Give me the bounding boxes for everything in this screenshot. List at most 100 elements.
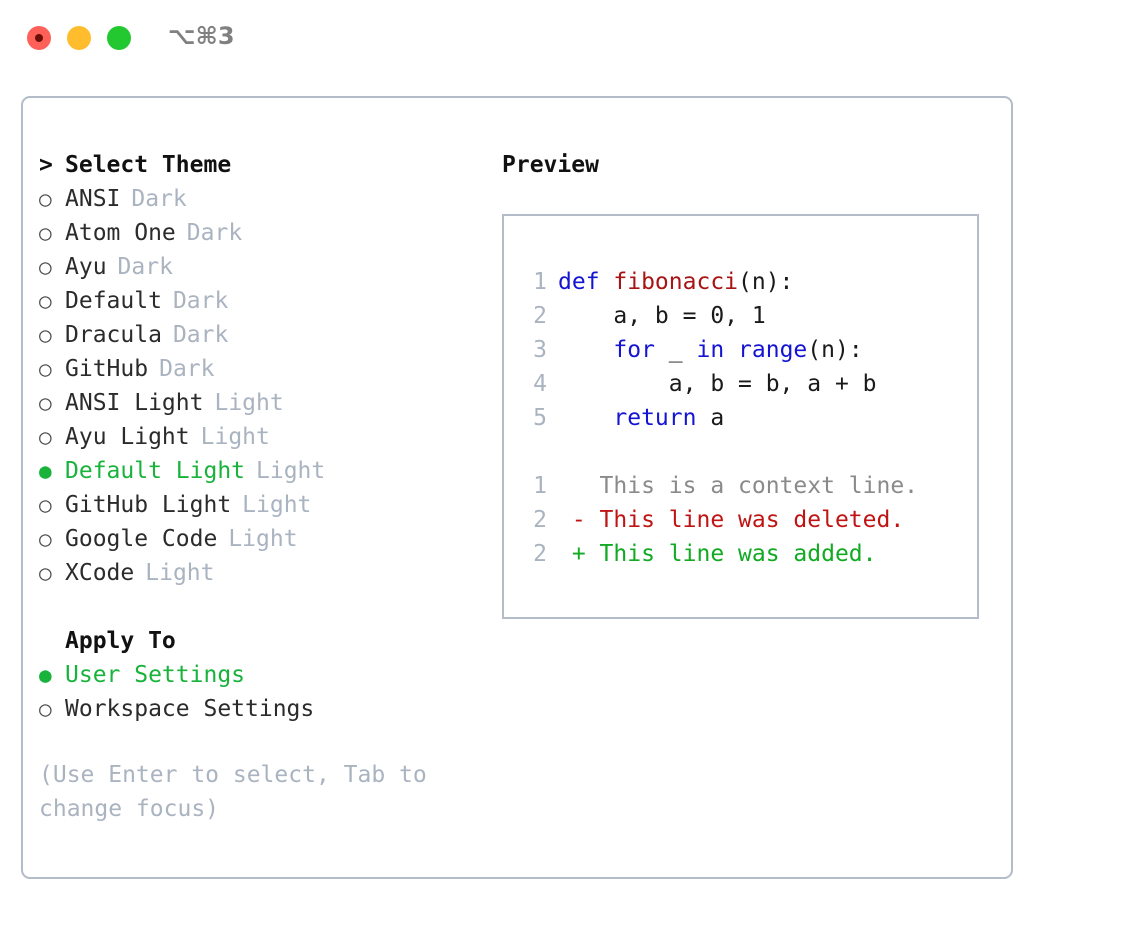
code-token: _ [654,337,697,363]
window-title-shortcut: ⌥⌘3 [168,22,235,50]
preview-gap [523,435,918,469]
theme-option-category: Light [228,526,298,552]
code-token: a, b = b, a + b [558,371,877,397]
theme-option-category: Dark [186,220,243,246]
diff-line: 1 This is a context line. [523,469,918,503]
line-number: 5 [533,405,547,431]
window-titlebar: ⌥⌘3 [0,0,1140,78]
code-token: a [696,405,725,431]
code-token: range [738,337,808,363]
radio-unselected-icon: ○ [39,493,52,517]
radio-unselected-icon: ○ [39,323,52,347]
radio-unselected-icon: ○ [39,357,52,381]
radio-selected-icon: ● [39,459,52,483]
radio-unselected-icon: ○ [39,527,52,551]
theme-option-label: Ayu Light [65,424,190,450]
theme-option-category: Dark [159,356,215,382]
theme-option-github[interactable]: ○ GitHub Dark [39,352,479,386]
apply-to-option-label: User Settings [65,662,246,688]
preview-title: Preview [502,152,599,178]
line-number: 1 [533,473,547,499]
code-line: 2 a, b = 0, 1 [523,299,918,333]
theme-option-label: GitHub Light [65,492,232,518]
radio-unselected-icon: ○ [39,425,52,449]
theme-option-label: Dracula [65,322,162,348]
theme-option-category: Dark [131,186,187,212]
theme-option-label: Atom One [65,220,176,246]
keyboard-hint-text: (Use Enter to select, Tab to change focu… [39,762,427,822]
theme-option-github-light[interactable]: ○ GitHub Light Light [39,488,479,522]
code-line: 1 def fibonacci(n): [523,265,918,299]
code-token: This is a context line. [558,473,919,499]
theme-option-xcode[interactable]: ○ XCode Light [39,556,479,590]
radio-unselected-icon: ○ [39,289,52,313]
code-token: + This line was added. [558,541,877,567]
diff-line: 2 - This line was deleted. [523,503,918,537]
line-number: 3 [533,337,547,363]
code-token: for [613,337,655,363]
theme-option-label: Default [65,288,162,314]
radio-unselected-icon: ○ [39,697,52,721]
select-theme-header: > Select Theme [39,148,479,182]
radio-unselected-icon: ○ [39,187,52,211]
theme-option-category: Light [200,424,270,450]
radio-unselected-icon: ○ [39,255,52,279]
apply-to-option-label: Workspace Settings [65,696,315,722]
line-number: 1 [533,269,547,295]
focus-caret-icon: > [39,152,53,178]
select-theme-header-label: Select Theme [65,152,232,178]
maximize-button[interactable] [107,26,131,50]
code-token: return [613,405,697,431]
code-token: fibonacci [613,269,739,295]
section-spacer [39,590,479,624]
code-token [558,405,613,431]
apply-to-option-user-settings[interactable]: ● User Settings [39,658,479,692]
theme-option-category: Light [145,560,215,586]
theme-option-label: Default Light [65,458,246,484]
code-line: 5 return a [523,401,918,435]
theme-option-label: Google Code [65,526,218,552]
focus-caret-placeholder-icon: > [39,624,65,658]
code-line: 4 a, b = b, a + b [523,367,918,401]
radio-unselected-icon: ○ [39,391,52,415]
theme-option-label: GitHub [65,356,149,382]
line-number: 2 [533,507,547,533]
code-token: - This line was deleted. [558,507,905,533]
line-number: 4 [533,371,547,397]
radio-unselected-icon: ○ [39,561,52,585]
theme-option-label: XCode [65,560,135,586]
code-token [724,337,738,363]
apply-to-options-list[interactable]: ● User Settings ○ Workspace Settings [39,658,479,726]
apply-to-header-label: Apply To [65,628,176,654]
code-token: in [696,337,725,363]
minimize-button[interactable] [67,26,91,50]
code-token: def [558,269,614,295]
theme-option-category: Light [242,492,312,518]
code-token: (n): [738,269,794,295]
theme-option-ayu-light[interactable]: ○ Ayu Light Light [39,420,479,454]
theme-option-category: Dark [117,254,173,280]
theme-option-google-code[interactable]: ○ Google Code Light [39,522,479,556]
radio-selected-icon: ● [39,663,52,687]
apply-to-header: >Apply To [39,624,479,658]
line-number: 2 [533,303,547,329]
code-line: 3 for _ in range(n): [523,333,918,367]
line-number: 2 [533,541,547,567]
code-token [558,337,613,363]
apply-to-option-workspace-settings[interactable]: ○ Workspace Settings [39,692,479,726]
theme-option-category: Light [214,390,284,416]
